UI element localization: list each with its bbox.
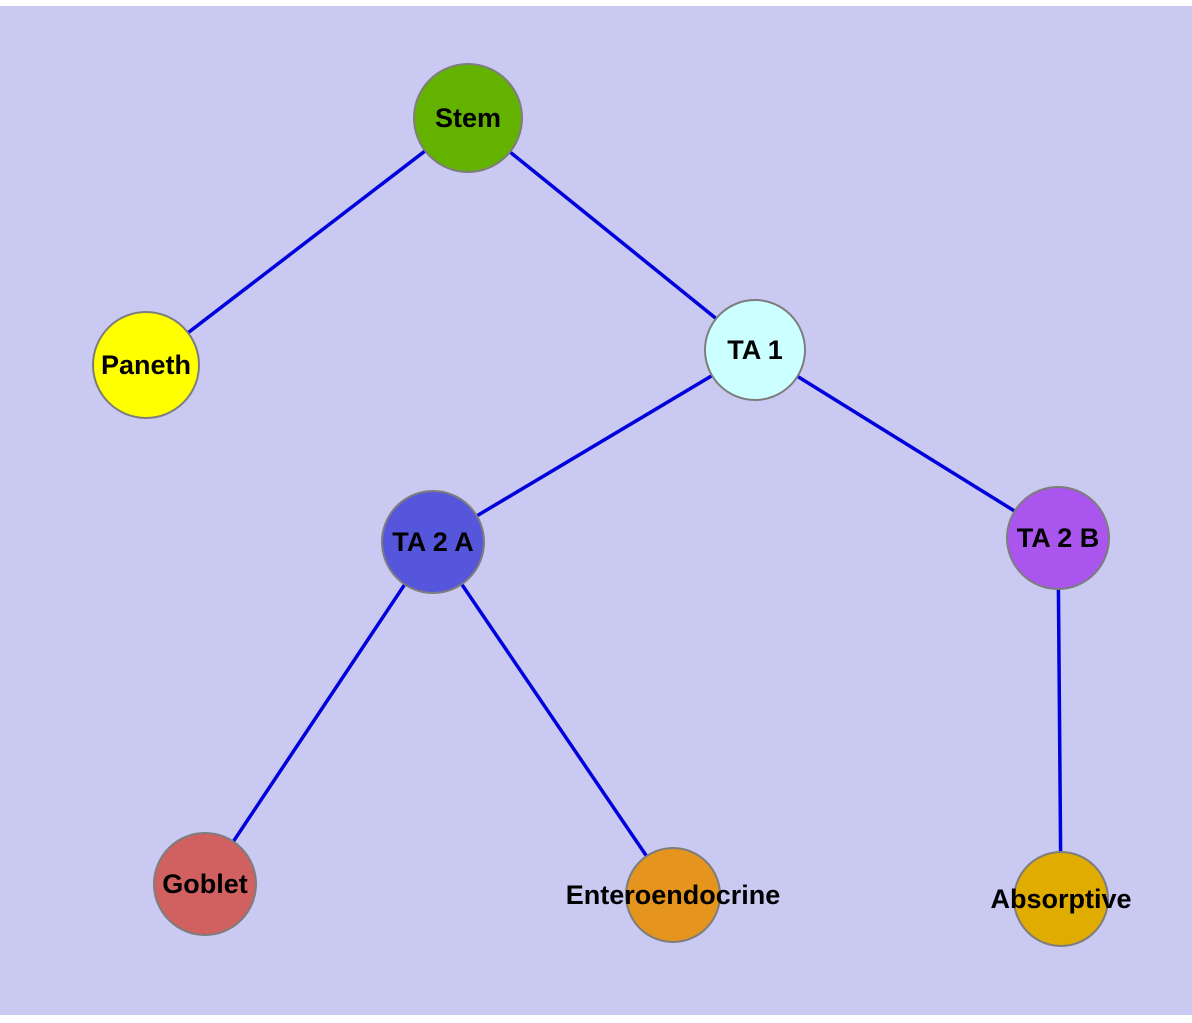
node-enteroendocrine-label: Enteroendocrine (565, 879, 781, 910)
node-ta-2-a-label: TA 2 A (392, 526, 474, 557)
top-margin (0, 0, 1192, 6)
node-absorptive: Absorptive (990, 851, 1132, 947)
node-ta-1: TA 1 (704, 299, 806, 401)
edge-ta2b-absorptive (1056, 537, 1063, 900)
node-ta-2-b-label: TA 2 B (1016, 522, 1100, 553)
edge-stem-paneth (144, 116, 470, 367)
bottom-margin (0, 1015, 1192, 1023)
edge-ta1-ta2a (432, 348, 756, 544)
node-stem: Stem (413, 63, 523, 173)
node-goblet: Goblet (153, 832, 257, 936)
node-absorptive-label: Absorptive (990, 883, 1132, 914)
node-paneth: Paneth (92, 311, 200, 419)
edge-stem-ta1 (466, 116, 757, 352)
node-ta-2-b: TA 2 B (1006, 486, 1110, 590)
node-stem-label: Stem (434, 102, 502, 133)
node-ta-1-label: TA 1 (727, 334, 783, 365)
node-goblet-label: Goblet (162, 868, 248, 899)
edge-ta2a-enteroendocrine (431, 541, 675, 896)
node-paneth-label: Paneth (100, 349, 192, 380)
edge-ta2a-goblet (203, 541, 435, 885)
edge-ta1-ta2b (754, 348, 1059, 540)
node-enteroendocrine: Enteroendocrine (566, 847, 780, 943)
node-ta-2-a: TA 2 A (381, 490, 485, 594)
